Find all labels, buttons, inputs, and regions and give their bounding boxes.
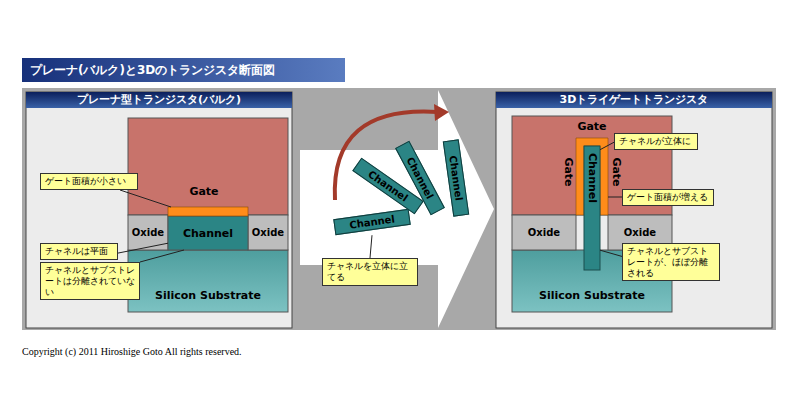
region-box: Silicon Substrate — [512, 250, 672, 312]
node-text: Silicon Substrate — [155, 290, 261, 302]
oxide-region — [512, 215, 576, 250]
oxide-region — [248, 215, 288, 250]
node-text: チャネルが立体に — [619, 136, 693, 147]
region-box: Channel — [168, 216, 248, 250]
callout-box: チャネルを立体に立てる — [322, 258, 418, 286]
callout-box: チャネルとサブストレートは分離されていない — [40, 262, 140, 300]
leader-line — [600, 142, 614, 149]
copyright-note: Copyright (c) 2011 Hiroshige Goto All ri… — [22, 346, 242, 357]
leader-line — [118, 243, 168, 253]
region-box: Oxide — [512, 215, 576, 250]
node-text: Oxide — [252, 227, 284, 238]
gray-band — [22, 88, 776, 330]
node-text: Silicon Substrate — [539, 290, 645, 302]
leader-line — [370, 235, 372, 258]
leader-line — [608, 197, 622, 198]
arrow-head — [434, 104, 449, 121]
node-text: 3Dトライゲートトランジスタ — [560, 94, 709, 106]
panel-header-bar — [26, 92, 292, 108]
region-box: Oxide — [128, 215, 168, 250]
node-text: チャネルは平面 — [45, 246, 113, 257]
title-bar — [22, 58, 345, 82]
leader-line — [118, 243, 168, 253]
callout-box: ゲート面積が増える — [622, 189, 714, 206]
region-box: Gate — [128, 118, 288, 215]
panel-bg — [26, 92, 292, 328]
callout-box: ゲート面積が小さい — [40, 173, 138, 190]
node-text: Gate — [610, 157, 622, 186]
leader-line — [600, 142, 614, 149]
leader-line — [120, 190, 171, 207]
leader-line — [600, 250, 622, 256]
node-text: Gate — [562, 157, 574, 186]
region-box: Channel — [584, 146, 600, 270]
node-text: チャネルとサブストレートは分離されていない — [45, 265, 135, 297]
leader-line — [600, 250, 622, 256]
panel-header-bar — [496, 92, 772, 108]
node-text: Gate — [577, 121, 606, 133]
panel: 3DトライゲートトランジスタGateGateGateチャネルが立体にChanne… — [496, 92, 772, 328]
node-text: チャネルとサブストレートが、ほぼ分離される — [627, 246, 715, 278]
node-text: Gate — [189, 186, 218, 198]
node-text: チャネルを立体に立てる — [327, 261, 413, 283]
node-text: ゲート面積が小さい — [45, 176, 133, 187]
channel-region — [584, 146, 600, 270]
node-text: Oxide — [624, 227, 656, 238]
title-text: プレーナ(バルク)と3Dのトランジスタ断面図 — [30, 62, 275, 79]
gate-oxide — [168, 207, 248, 216]
substrate-region — [128, 250, 288, 312]
leader-line — [140, 250, 184, 262]
panel: プレーナ型トランジスタ(バルク) GateOxide Channel Oxide ゲート… — [26, 92, 292, 328]
node-text: Oxide — [132, 227, 164, 238]
region-box: Silicon Substrate — [128, 250, 288, 312]
node-text: プレーナ型トランジスタ(バルク) — [77, 94, 241, 106]
leader-line — [370, 235, 372, 258]
channel-region — [168, 216, 248, 250]
region-box: Oxide — [248, 215, 288, 250]
callout-box: チャネルは平面 — [40, 243, 118, 260]
node-text: Oxide — [528, 227, 560, 238]
node-text: Channel — [183, 228, 233, 240]
panel-bg — [496, 92, 772, 328]
node-text: Channel — [586, 153, 598, 203]
leader-line — [140, 250, 184, 262]
callout-box: チャネルが立体に — [614, 133, 698, 150]
node-text: ゲート面積が増える — [627, 192, 709, 203]
callout-box: チャネルとサブストレートが、ほぼ分離される — [622, 243, 720, 281]
big-arrow — [300, 90, 494, 328]
